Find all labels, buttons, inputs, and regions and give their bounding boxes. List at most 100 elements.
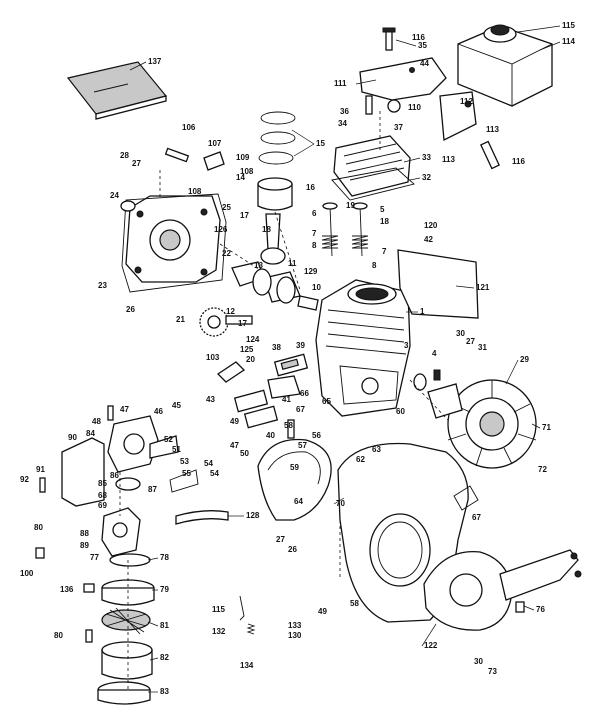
part-38-gasket [233,389,279,429]
part-55-linkage [169,469,199,493]
callout-86: 86 [110,471,119,480]
callout-7-b: 7 [382,247,387,256]
callout-80: 80 [34,523,43,532]
callout-16: 16 [306,183,315,192]
callout-21: 21 [176,315,185,324]
callout-120: 120 [424,221,438,230]
part-52-throttle [149,435,179,459]
callout-8: 8 [312,241,317,250]
part-111-cylinder-shroud [359,57,447,101]
callout-110: 110 [408,103,421,112]
leader-lines [129,25,561,693]
part-15-piston-rings [258,111,296,165]
part-17-connecting-rod [260,213,286,265]
callout-113: 113 [486,125,499,134]
part-24-oil-seal [120,200,136,212]
callout-128: 128 [246,511,260,520]
part-23-crankcase-cover [125,195,221,283]
callout-87: 87 [148,485,157,494]
callout-30-b: 30 [474,657,483,666]
callout-31: 31 [478,343,487,352]
callout-41: 41 [282,395,291,404]
callout-111: 111 [334,79,347,88]
part-41-elbow [267,375,301,399]
callout-58-b: 58 [350,599,359,608]
assembly-line-piston [274,211,301,291]
callout-52: 52 [164,435,173,444]
callout-76: 76 [536,605,545,614]
part-115-rod [239,595,245,621]
callout-73: 73 [488,667,497,676]
part-36-coil [427,383,463,419]
callout-126: 126 [214,225,228,234]
callout-59: 59 [290,463,299,472]
callout-115: 115 [562,21,575,30]
callout-35: 35 [418,41,427,50]
part-100-nut [35,547,45,559]
callout-54: 54 [204,459,213,468]
callout-65: 65 [322,397,331,406]
callout-69: 69 [98,501,107,510]
callout-136: 136 [60,585,74,594]
callout-7: 7 [312,229,317,238]
callout-39: 39 [296,341,305,350]
callout-1: 1 [420,307,425,316]
callout-54-b: 54 [210,469,219,478]
part-64-shield [257,438,332,521]
callout-27: 27 [132,159,141,168]
part-47-screw [107,405,114,421]
part-21-cam-gear [199,307,253,337]
callout-72: 72 [538,465,547,474]
part-66-gasket [453,485,479,511]
callout-42: 42 [424,235,433,244]
part-78-gasket [109,553,151,567]
callout-30: 30 [456,329,465,338]
callout-4: 4 [432,349,437,358]
part-32-head-gasket [331,167,415,201]
callout-107: 107 [208,139,222,148]
part-7-valve-springs [321,235,369,249]
callout-116: 116 [412,33,425,42]
callout-45: 45 [172,401,181,410]
part-76-clip [515,601,525,613]
part-89-carb-body [101,507,141,557]
part-82-filter-cover [101,641,153,680]
callout-33: 33 [422,153,431,162]
part-92-screw [39,477,46,493]
callout-18: 18 [262,225,271,234]
part-40-screw [287,419,295,439]
callout-26: 26 [126,305,135,314]
callout-36: 36 [340,107,349,116]
callout-91: 91 [36,465,45,474]
part-137-manual [66,61,168,120]
callout-27-c: 27 [276,535,285,544]
callout-63: 63 [372,445,381,454]
callout-22: 22 [222,249,231,258]
callout-68: 68 [98,491,107,500]
callout-48: 48 [92,417,101,426]
part-36-plug [365,95,373,115]
part-103-breather [216,361,246,383]
part-14-piston [257,177,293,211]
callout-55: 55 [182,469,191,478]
callout-labels: 115 114 116 35 44 137 111 112 113 113 11… [20,21,575,696]
part-11-crankshaft [231,261,319,311]
callout-51: 51 [172,445,181,454]
assembly-line-crank [219,243,261,271]
callout-37: 37 [394,123,403,132]
callout-66: 66 [300,389,309,398]
callout-47: 47 [120,405,129,414]
part-107-governor [203,151,225,171]
callout-57: 57 [298,441,307,450]
callout-115-b: 115 [212,605,225,614]
callout-109: 109 [236,153,250,162]
callout-108: 108 [240,167,254,176]
callout-124: 124 [246,335,260,344]
callout-60: 60 [396,407,405,416]
callout-113-b: 113 [442,155,455,164]
callout-58: 58 [284,421,293,430]
callout-129: 129 [304,267,318,276]
callout-88: 88 [80,529,89,538]
callout-137: 137 [148,57,162,66]
